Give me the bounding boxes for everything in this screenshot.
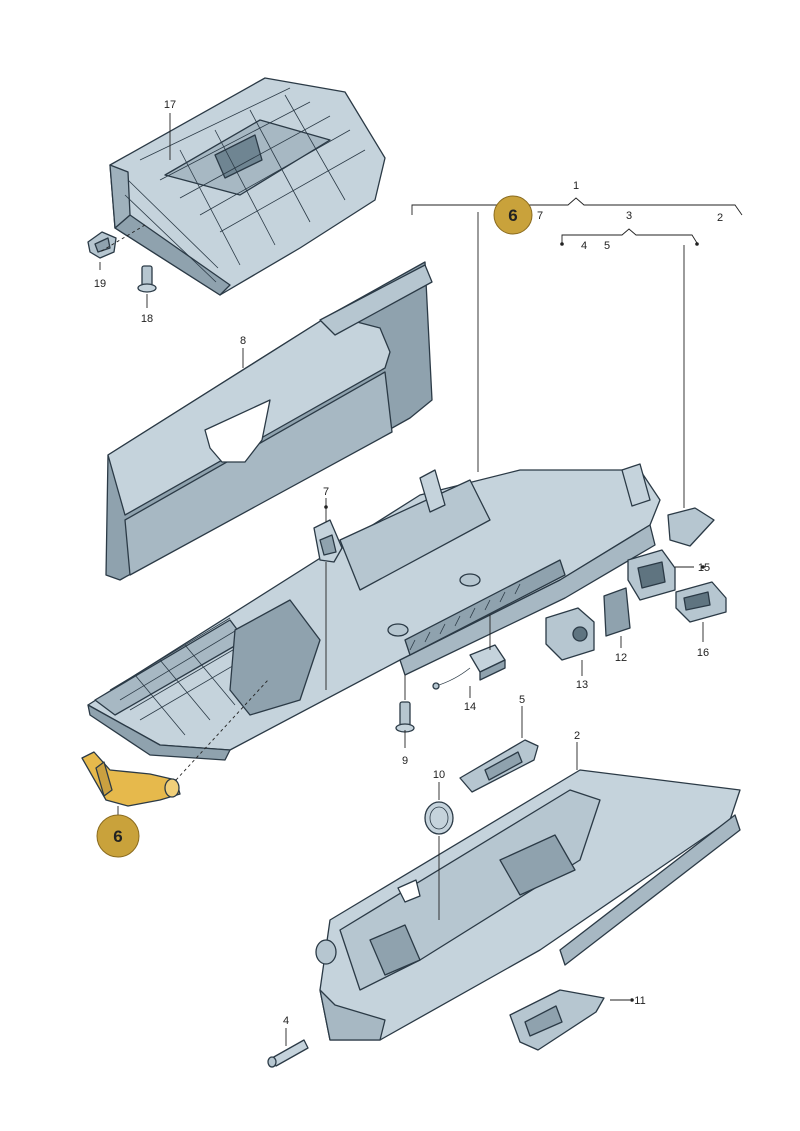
label-15: 15	[698, 562, 710, 574]
part-17-bracket	[109, 77, 386, 296]
label-17: 17	[164, 99, 176, 111]
label-7: 7	[323, 486, 329, 498]
label-16: 16	[697, 647, 709, 659]
part-8-panel	[105, 261, 433, 581]
label-2: 2	[574, 730, 580, 742]
part-12-cover	[603, 587, 631, 637]
leader-lines	[99, 113, 743, 1046]
label-11: 11	[634, 995, 645, 1007]
part-labels: 1 7 2 3 4 5 17 19 18 8 7 9 14 5 10 2 12 …	[94, 99, 723, 1027]
label-1: 1	[573, 180, 579, 192]
part-9-screw	[395, 701, 415, 733]
badge-6-top-text: 6	[508, 206, 517, 225]
label-18: 18	[141, 313, 153, 325]
highlight-badge-bottom[interactable]: 6	[96, 814, 140, 858]
badge-6-bottom-text: 6	[113, 827, 122, 846]
label-19: 19	[94, 278, 106, 290]
part-16-switch	[675, 581, 727, 623]
label-4-top: 4	[581, 240, 587, 252]
label-9: 9	[402, 755, 408, 767]
part-13-lock	[545, 607, 595, 661]
housing-main	[87, 463, 661, 761]
label-12: 12	[615, 652, 627, 664]
part-5-bracket	[459, 739, 539, 793]
part-6-highlighted	[81, 751, 181, 807]
part-2-glovebox-lid	[315, 769, 741, 1041]
part-15-switch	[627, 549, 676, 601]
label-5: 5	[519, 694, 525, 706]
label-8: 8	[240, 335, 246, 347]
label-2-top: 2	[717, 212, 723, 224]
part-4-pin	[267, 1039, 309, 1068]
part-7-clip	[313, 519, 343, 563]
part-10-cap	[424, 801, 454, 835]
label-14: 14	[464, 701, 476, 713]
part-14-switch	[432, 644, 506, 690]
label-4: 4	[283, 1015, 289, 1027]
label-5-top: 5	[604, 240, 610, 252]
part-11-handle	[509, 989, 605, 1051]
part-pivot-bracket	[667, 507, 715, 547]
label-3: 3	[626, 210, 632, 222]
part-19-clip	[87, 231, 117, 259]
label-7-top: 7	[537, 210, 543, 222]
part-18-screw	[137, 265, 157, 293]
label-10: 10	[433, 769, 445, 781]
highlight-badge-top[interactable]: 6	[493, 195, 533, 235]
label-13: 13	[576, 679, 588, 691]
